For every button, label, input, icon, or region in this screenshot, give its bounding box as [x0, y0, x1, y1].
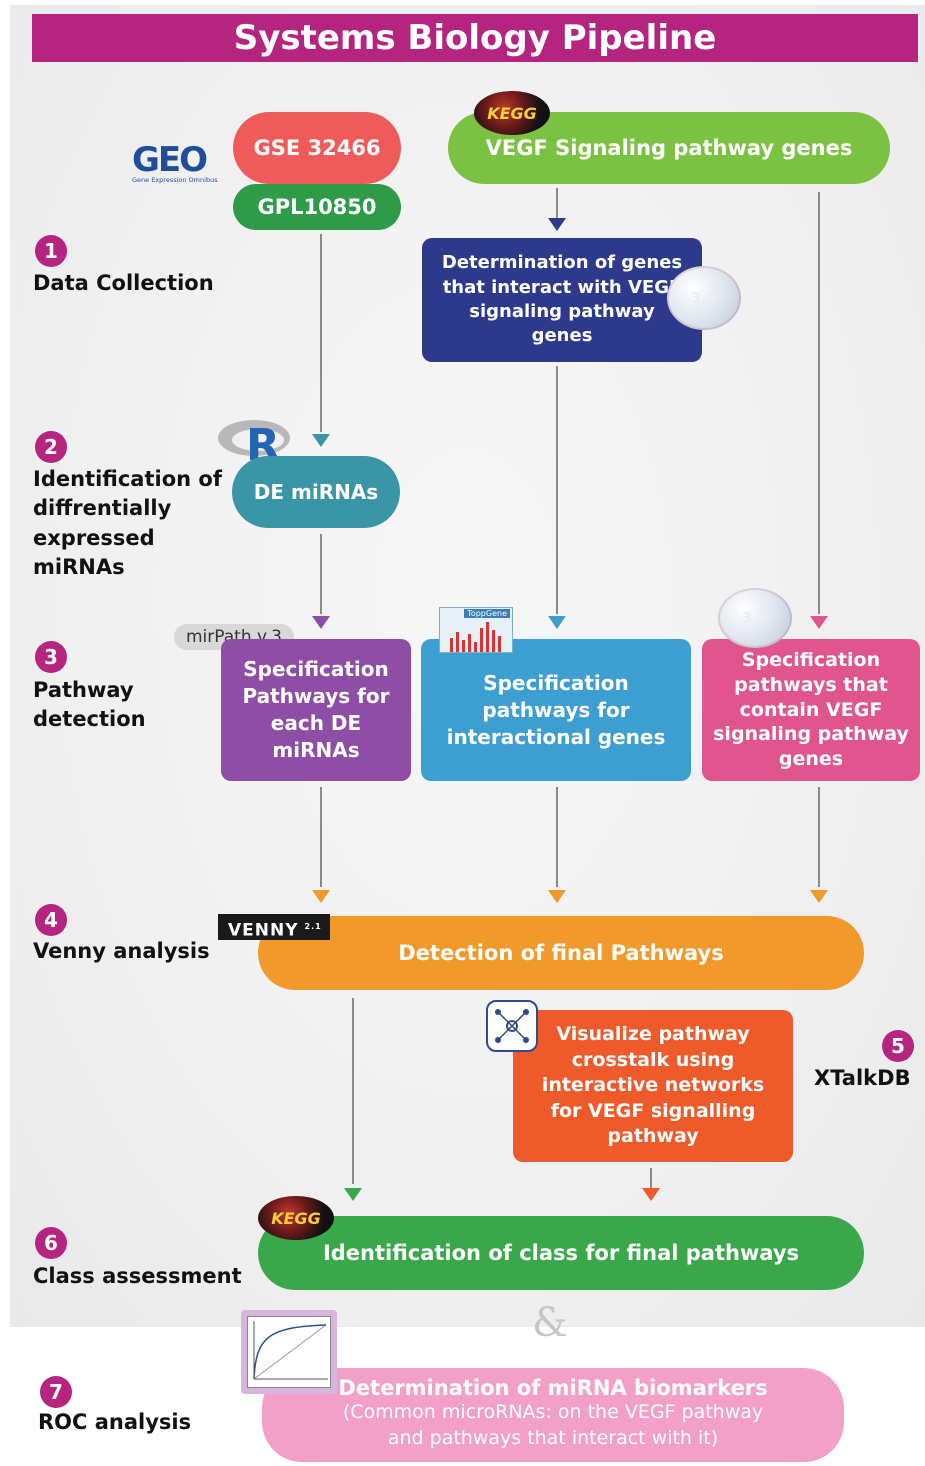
line-vegf-to-interact	[556, 188, 558, 218]
kegg-logo: KEGG	[474, 91, 550, 135]
toppgene-logo-text: ToppGene	[464, 609, 510, 618]
arrow-to-class-2	[642, 1188, 660, 1201]
step-4-badge: 4	[35, 904, 67, 936]
biomarkers-title: Determination of miRNA biomarkers	[338, 1376, 768, 1400]
page-title: Systems Biology Pipeline	[32, 14, 918, 62]
line-spec-mirna-to-final	[320, 787, 322, 887]
step-7-label: ROC analysis	[38, 1410, 192, 1434]
step-5-badge: 5	[882, 1030, 914, 1062]
geo-logo-text: GEO	[132, 140, 208, 180]
roc-curve-plot	[247, 1316, 331, 1388]
spec-mirna-node: Specification Pathways for each DE miRNA…	[221, 639, 411, 781]
line-gpl-to-de	[320, 234, 322, 432]
step-1-badge: 1	[35, 235, 67, 267]
kegg-logo-2-text: KEGG	[271, 1208, 321, 1228]
arrow-to-interact	[548, 218, 566, 231]
class-id-node: Identification of class for final pathwa…	[258, 1216, 864, 1290]
arrow-to-class-1	[344, 1188, 362, 1201]
kegg-logo-2: KEGG	[258, 1196, 334, 1240]
line-final-to-class	[352, 998, 354, 1184]
de-mirnas-node: DE miRNAs	[232, 456, 400, 528]
arrow-to-de	[312, 434, 330, 447]
string-db-logo-2: 3.0	[718, 588, 792, 648]
kegg-logo-text: KEGG	[487, 103, 537, 123]
crosstalk-node: Visualize pathway crosstalk using intera…	[513, 1010, 793, 1162]
venny-logo: VENNY 2.1	[218, 914, 330, 941]
venny-logo-version: 2.1	[304, 922, 322, 931]
step-6-badge: 6	[35, 1227, 67, 1259]
geo-logo: GEO Gene Expression Omnibus	[132, 140, 232, 188]
arrow-to-spec-vegf	[810, 616, 828, 629]
arrow-to-spec-mirna	[312, 616, 330, 629]
final-pathways-node: Detection of final Pathways	[258, 916, 864, 990]
line-spec-interact-to-final	[556, 787, 558, 887]
step-2-label: Identification of diffrentially expresse…	[33, 467, 222, 580]
line-interact-to-spec	[556, 366, 558, 614]
venny-logo-text: VENNY	[228, 920, 299, 941]
gse-node: GSE 32466	[233, 112, 401, 184]
step-5-label: XTalkDB	[814, 1066, 911, 1090]
step-4-label: Venny analysis	[33, 939, 210, 963]
toppgene-logo: ToppGene	[439, 607, 513, 653]
step-6-label: Class assessment	[33, 1264, 242, 1288]
biomarkers-subtitle: (Common microRNAs: on the VEGF pathway a…	[342, 1401, 764, 1449]
spec-interact-node: Specification pathways for interactional…	[421, 639, 691, 781]
gpl-node: GPL10850	[233, 184, 401, 230]
step-2-badge: 2	[35, 431, 67, 463]
interact-genes-node: Determination of genes that interact wit…	[422, 238, 702, 362]
xtalkdb-network-icon	[486, 1000, 538, 1052]
arrow-final-1	[312, 890, 330, 903]
arrow-final-2	[548, 890, 566, 903]
line-de-to-spec	[320, 534, 322, 614]
line-vegf-to-spec-vegf	[818, 192, 820, 614]
step-7-badge: 7	[40, 1376, 72, 1408]
step-3-label: Pathway detection	[33, 678, 146, 732]
string-db-logo: 3.0	[667, 266, 741, 330]
arrow-final-3	[810, 890, 828, 903]
spec-vegf-node: Specification pathways that contain VEGF…	[702, 639, 920, 781]
arrow-to-spec-interact	[548, 616, 566, 629]
geo-logo-subtitle: Gene Expression Omnibus	[132, 176, 218, 184]
step-3-badge: 3	[35, 641, 67, 673]
roc-curve-thumbnail	[241, 1310, 337, 1394]
ampersand: &	[532, 1300, 568, 1346]
line-spec-vegf-to-final	[818, 787, 820, 887]
biomarkers-node: Determination of miRNA biomarkers (Commo…	[262, 1368, 844, 1462]
line-crosstalk-to-class	[650, 1168, 652, 1188]
step-1-label: Data Collection	[33, 271, 214, 295]
